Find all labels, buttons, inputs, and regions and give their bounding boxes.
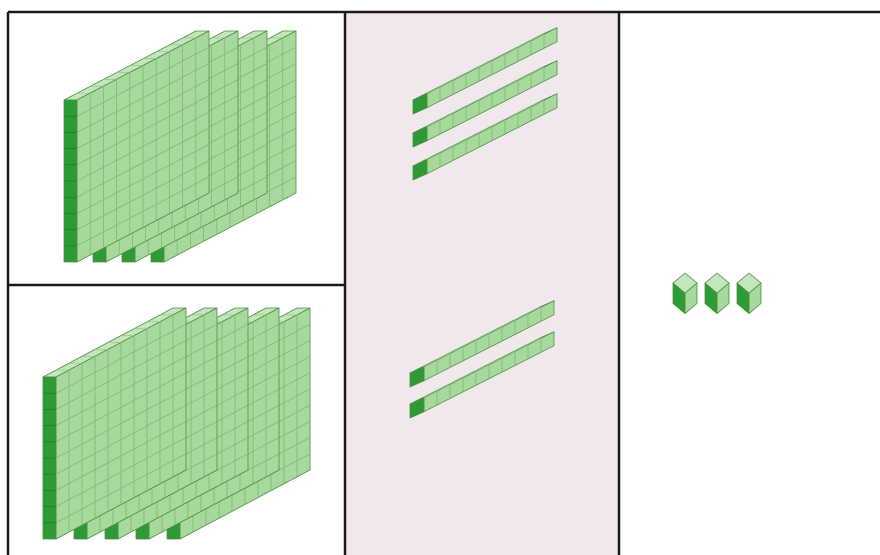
tens-panel-background (345, 12, 619, 555)
